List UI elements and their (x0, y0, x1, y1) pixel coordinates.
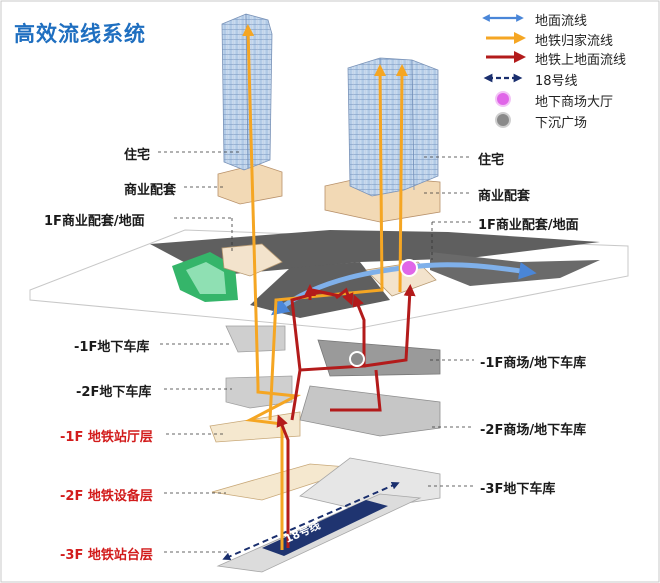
legend-metro-home-label: 地铁归家流线 (535, 34, 614, 49)
legend-metro-ground-label: 地铁上地面流线 (535, 53, 627, 68)
metro-line-arrow (222, 481, 400, 561)
left-label-b1-parking: -1F地下车库 (74, 340, 150, 355)
left-tower (217, 13, 283, 205)
left-label-residential: 住宅 (124, 148, 151, 163)
metro-home-flow (242, 24, 408, 550)
legend-mall-label: 地下商场大厅 (535, 95, 614, 110)
legend-line18-label: 18号线 (535, 74, 578, 89)
ground-flow-line (271, 262, 537, 316)
right-label-b3-parking: -3F地下车库 (480, 482, 556, 497)
left-label-station-hall: -1F 地铁站厅层 (60, 430, 153, 445)
left-label-commercial: 商业配套 (124, 183, 177, 198)
legend-mall-icon (495, 91, 511, 107)
underground-mall-marker (400, 259, 418, 277)
legend-ground-flow-label: 地面流线 (535, 14, 588, 29)
sunken-plaza-marker (349, 351, 365, 367)
left-label-equipment-level: -2F 地铁设备层 (60, 489, 153, 504)
legend-plaza-icon (495, 112, 511, 128)
left-label-b2-parking: -2F地下车库 (76, 385, 152, 400)
metro-platform (216, 481, 422, 573)
right-label-1f-ground: 1F商业配套/地面 (478, 218, 579, 233)
legend-glyphs (482, 14, 526, 128)
right-label-commercial: 商业配套 (478, 189, 531, 204)
left-label-platform-level: -3F 地铁站台层 (60, 548, 153, 563)
diagram-title: 高效流线系统 (14, 22, 146, 46)
right-label-residential: 住宅 (478, 153, 505, 168)
right-label-b1-mall-parking: -1F商场/地下车库 (480, 356, 587, 371)
right-leader-lines (424, 156, 474, 487)
legend-plaza-label: 下沉广场 (535, 116, 588, 131)
metro-ground-flow (276, 284, 416, 548)
right-label-b2-mall-parking: -2F商场/地下车库 (480, 423, 587, 438)
left-leader-lines (158, 151, 240, 553)
left-label-1f-ground: 1F商业配套/地面 (44, 214, 145, 229)
